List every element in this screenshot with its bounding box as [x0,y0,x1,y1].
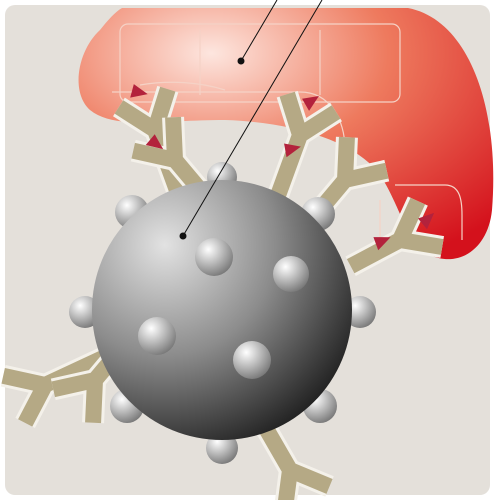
leader-dot-target-cell [238,58,245,65]
sphere-bump-3 [138,317,176,355]
leader-dot-magnetic-bead [180,233,187,240]
sphere-bump-1 [195,238,233,276]
magnetic-bead-sphere [92,180,352,440]
sphere-bump-4 [233,341,271,379]
sphere-bump-2 [273,256,309,292]
